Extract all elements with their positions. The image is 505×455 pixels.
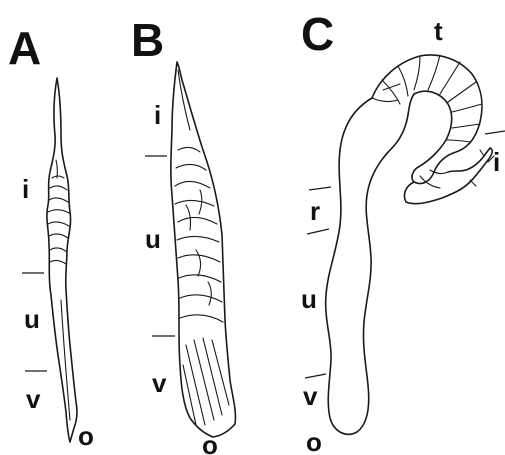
panel-c-label-r: r: [310, 196, 320, 226]
panel-a-fold-3: [49, 198, 68, 202]
panel-b-fold-3: [175, 181, 210, 188]
panel-c-segment-3: [398, 66, 408, 96]
panel-c-label-i: i: [493, 147, 500, 177]
panel-c-segment-9: [452, 124, 480, 128]
panel-a-fold-2: [50, 186, 67, 190]
panel-c-label-t: t: [434, 16, 443, 46]
panel-b-fold-13: [196, 250, 201, 276]
panel-a-label-v: v: [26, 384, 41, 414]
panel-b-fold-6: [177, 236, 219, 242]
panel-b-fold-2: [176, 164, 206, 170]
panel-a-fold-6: [49, 234, 68, 238]
panel-c-fringe-3: [470, 180, 476, 186]
panel-b-fold-14: [208, 282, 211, 305]
panel-c-tuba-outline: [372, 55, 482, 184]
panel-c-divider-ru: [307, 229, 329, 234]
panel-a-organ-outline: [47, 78, 77, 442]
panel-b-organ-outline: [171, 62, 236, 437]
panel-b-label-u: u: [145, 224, 161, 254]
panel-a-label-o: o: [78, 421, 94, 451]
panel-b-fold-12: [199, 190, 202, 214]
panel-c-label-v: v: [303, 381, 318, 411]
panel-b-striation-3: [203, 338, 222, 415]
panel-c-divider-uv: [305, 374, 326, 378]
panel-b-striation-2: [194, 340, 214, 420]
panel-a-label-i: i: [22, 174, 29, 204]
panel-c-tube-outline: [326, 98, 408, 434]
panel-b-label-i: i: [154, 100, 161, 130]
panel-a-fold-4: [48, 210, 69, 213]
panel-c-letter: C: [301, 8, 334, 60]
panel-a-label-u: u: [24, 304, 40, 334]
panel-b-striation-1: [186, 345, 205, 425]
panel-c-segment-8: [452, 104, 482, 112]
panel-b: B i u v o: [131, 14, 235, 455]
panel-b-letter: B: [131, 14, 164, 66]
panel-b-fold-8: [179, 275, 221, 282]
panel-b-fold-10: [180, 315, 223, 322]
panel-c-segment-11: [383, 84, 400, 90]
panel-b-fold-9: [180, 295, 222, 302]
panel-a-fold-7: [50, 248, 67, 252]
panel-c-segment-4: [414, 57, 420, 90]
panel-c-segment-1: [372, 98, 398, 102]
panel-a: A i u v o: [8, 22, 94, 451]
panel-c-segment-10: [446, 140, 470, 142]
panel-c-label-u: u: [301, 284, 317, 314]
panel-a-fold-9: [56, 160, 57, 178]
panel-c-segment-6: [440, 62, 460, 94]
panel-a-fold-5: [48, 222, 69, 226]
panel-a-fold-8: [50, 260, 66, 264]
panel-c-segment-7: [448, 82, 476, 102]
panel-c-divider-r-top: [309, 187, 331, 190]
panel-b-fold-4: [175, 200, 214, 206]
panel-c-label-o: o: [306, 427, 322, 455]
panel-b-label-v: v: [152, 368, 167, 398]
panel-a-fold-1: [52, 176, 64, 178]
panel-c-segment-5: [428, 55, 440, 90]
panel-b-fold-1: [178, 147, 200, 152]
panel-b-label-o: o: [202, 430, 218, 455]
panel-b-fold-5: [178, 217, 217, 224]
panel-c-fringe-1: [480, 150, 484, 156]
panel-c-divider-ti: [485, 131, 505, 134]
panel-a-letter: A: [8, 22, 41, 74]
panel-c-infundibulum-outline: [404, 148, 492, 204]
panel-c: C t i r u v o: [301, 8, 505, 455]
